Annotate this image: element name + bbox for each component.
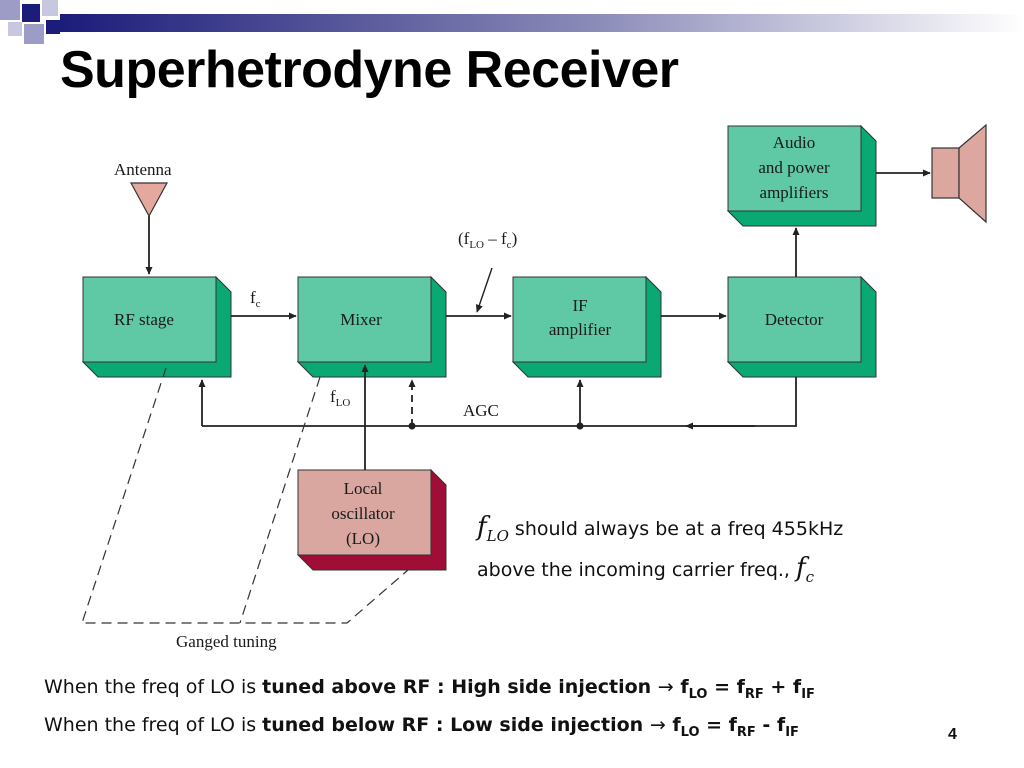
detector-label: Detector	[765, 310, 824, 329]
header-square	[0, 0, 20, 20]
header-square	[22, 4, 40, 22]
right-arrow-icon: →	[657, 676, 674, 698]
right-arrow-icon: →	[649, 714, 666, 736]
if-amplifier-label: IF	[572, 296, 587, 315]
rf-stage-label: RF stage	[114, 310, 174, 329]
local-oscillator-label: Local	[344, 479, 383, 498]
mixer-block: Mixer	[296, 275, 447, 378]
speaker-icon	[931, 123, 987, 224]
if-frequency-pointer	[475, 267, 493, 313]
header-square	[24, 24, 44, 44]
if-frequency-label: (fLO – fc)	[458, 229, 517, 251]
audio-amplifier-label: amplifiers	[760, 183, 829, 202]
header-square	[42, 0, 58, 16]
audio-amplifier-block: Audio and power amplifiers	[726, 124, 877, 227]
flo-note-line-2: above the incoming carrier freq., fc	[477, 553, 815, 587]
fc-symbol: fc	[796, 553, 815, 587]
flo-symbol: fLO	[477, 512, 509, 546]
agc-label: AGC	[463, 401, 499, 420]
low-side-injection-line: When the freq of LO is tuned below RF : …	[44, 714, 799, 740]
high-side-injection-line: When the freq of LO is tuned above RF : …	[44, 676, 815, 702]
header-bar	[0, 0, 1024, 44]
if-amplifier-label: amplifier	[549, 320, 612, 339]
mixer-label: Mixer	[340, 310, 382, 329]
header-square	[8, 22, 22, 36]
slide-title: Superhetrodyne Receiver	[60, 41, 679, 99]
audio-amplifier-label: and power	[758, 158, 830, 177]
page-number: 4	[948, 726, 957, 743]
local-oscillator-label: oscillator	[331, 504, 395, 523]
agc-feedback-path	[198, 377, 797, 430]
flo-note-line-1: fLO should always be at a freq 455kHz	[477, 512, 844, 546]
ganged-tuning-label: Ganged tuning	[176, 632, 277, 651]
fc-label: fc	[250, 288, 261, 310]
ganged-tuning-lines	[81, 367, 409, 624]
local-oscillator-label: (LO)	[346, 529, 380, 548]
local-oscillator-block: Local oscillator (LO)	[296, 468, 447, 571]
signal-path	[231, 169, 931, 470]
agc-junction-dot	[576, 422, 584, 430]
antenna-icon	[129, 182, 169, 275]
if-amplifier-block: IF amplifier	[511, 275, 662, 378]
header-square	[46, 20, 60, 34]
rf-stage-block: RF stage	[81, 275, 232, 378]
antenna-label: Antenna	[114, 160, 172, 179]
detector-block: Detector	[726, 275, 877, 378]
agc-junction-dot	[408, 422, 416, 430]
flo-label: fLO	[330, 387, 350, 409]
audio-amplifier-label: Audio	[773, 133, 816, 152]
